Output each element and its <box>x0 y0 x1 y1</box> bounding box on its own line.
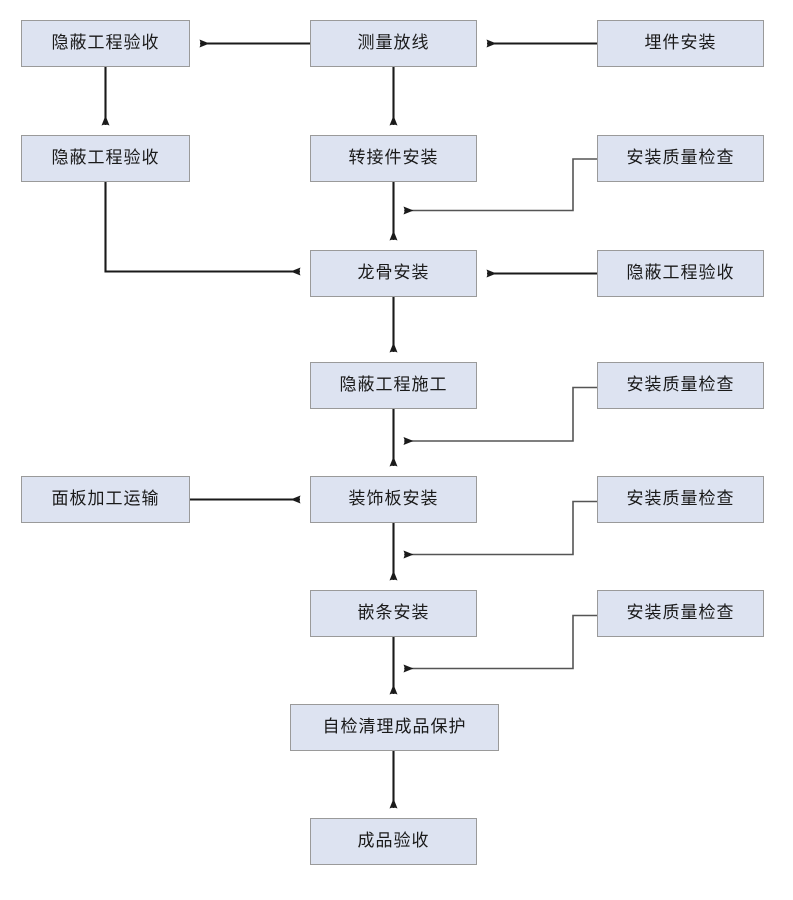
node-yinbi-gongcheng-yanshou-1[interactable]: 隐蔽工程验收 <box>21 20 190 67</box>
node-label: 埋件安装 <box>644 33 717 53</box>
node-label: 安装质量检查 <box>626 375 735 395</box>
node-zhuanjiejian-anzhuang[interactable]: 转接件安装 <box>310 135 477 182</box>
node-label: 自检清理成品保护 <box>322 717 467 737</box>
node-anzhuang-zhiliang-jiancha-2[interactable]: 安装质量检查 <box>597 362 764 409</box>
node-yinbi-gongcheng-yanshou-2[interactable]: 隐蔽工程验收 <box>21 135 190 182</box>
node-chengpin-yanshou[interactable]: 成品验收 <box>310 818 477 865</box>
node-yinbi-gongcheng-shigong[interactable]: 隐蔽工程施工 <box>310 362 477 409</box>
node-label: 安装质量检查 <box>626 148 735 168</box>
node-anzhuang-zhiliang-jiancha-3[interactable]: 安装质量检查 <box>597 476 764 523</box>
node-yinbi-gongcheng-yanshou-3[interactable]: 隐蔽工程验收 <box>597 250 764 297</box>
node-zhuangshiban-anzhuang[interactable]: 装饰板安装 <box>310 476 477 523</box>
node-maijian-anzhuang[interactable]: 埋件安装 <box>597 20 764 67</box>
node-anzhuang-zhiliang-jiancha-1[interactable]: 安装质量检查 <box>597 135 764 182</box>
node-label: 嵌条安装 <box>357 603 430 623</box>
node-zijian-qingli-chengpin-baohu[interactable]: 自检清理成品保护 <box>290 704 499 751</box>
node-label: 龙骨安装 <box>357 263 430 283</box>
node-celiang-fangxian[interactable]: 测量放线 <box>310 20 477 67</box>
node-label: 测量放线 <box>357 33 430 53</box>
node-qiantiao-anzhuang[interactable]: 嵌条安装 <box>310 590 477 637</box>
node-label: 隐蔽工程验收 <box>626 263 735 283</box>
node-label: 安装质量检查 <box>626 603 735 623</box>
node-anzhuang-zhiliang-jiancha-4[interactable]: 安装质量检查 <box>597 590 764 637</box>
node-label: 隐蔽工程验收 <box>51 33 160 53</box>
node-label: 成品验收 <box>357 831 430 851</box>
node-label: 面板加工运输 <box>51 489 160 509</box>
node-label: 隐蔽工程验收 <box>51 148 160 168</box>
node-label: 安装质量检查 <box>626 489 735 509</box>
node-mianban-jiagong-yunshu[interactable]: 面板加工运输 <box>21 476 190 523</box>
node-label: 装饰板安装 <box>348 489 439 509</box>
node-longgu-anzhuang[interactable]: 龙骨安装 <box>310 250 477 297</box>
node-label: 转接件安装 <box>348 148 439 168</box>
node-label: 隐蔽工程施工 <box>339 375 448 395</box>
edge-yinbi2-to-longgu <box>104 182 301 276</box>
